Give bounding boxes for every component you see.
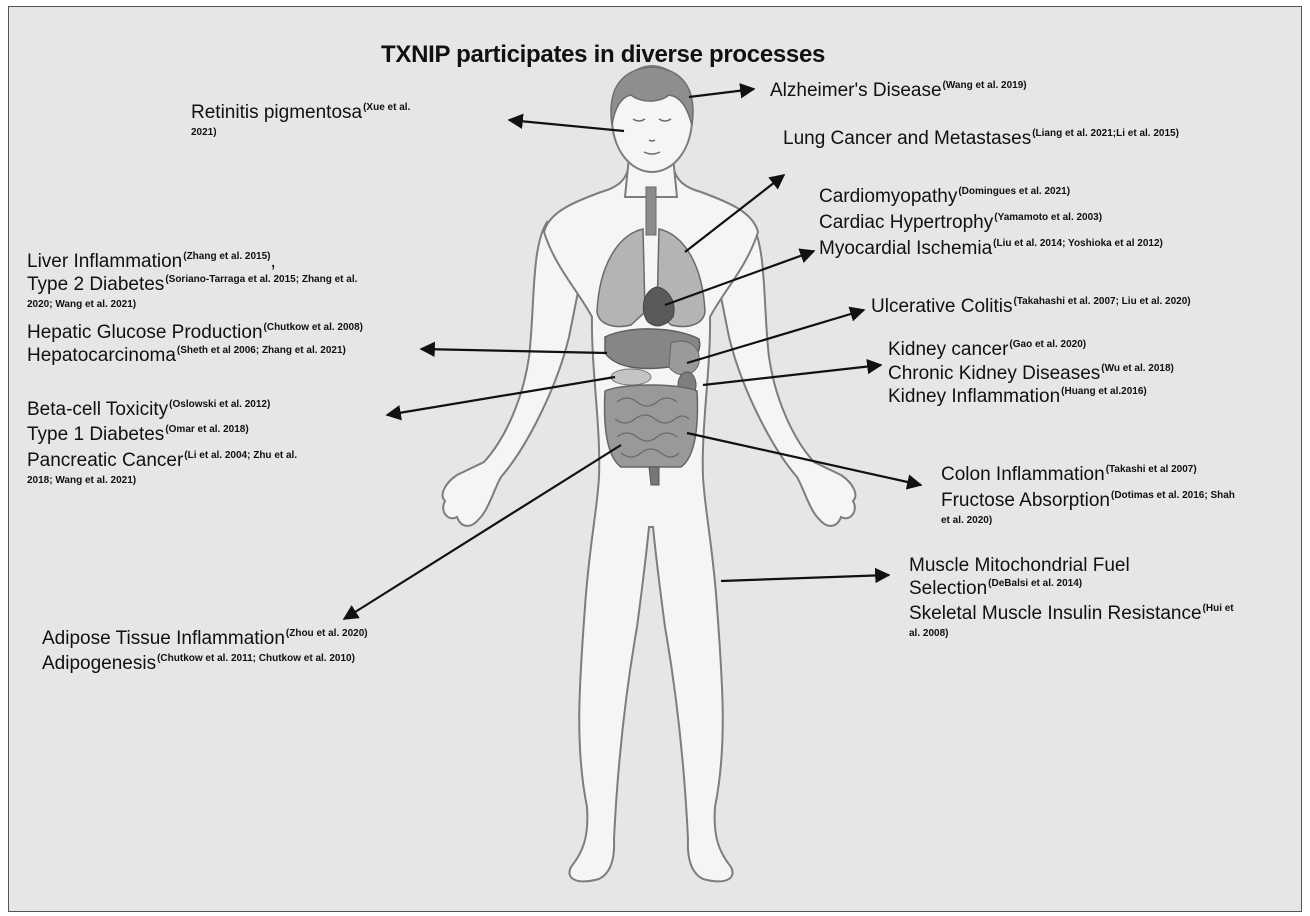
citation-type2-cont: 2020; Wang et al. 2021) xyxy=(27,299,136,310)
figure-frame: TXNIP participates in diverse processes … xyxy=(8,6,1302,912)
arrow-lung xyxy=(685,175,784,252)
label-liver-inflammation: Liver Inflammation(Zhang et al. 2015), xyxy=(27,252,276,271)
arrow-kidney xyxy=(703,365,881,385)
label-colon-inflammation: Colon Inflammation(Takashi et al 2007) xyxy=(941,465,1197,484)
arrow-hepatic xyxy=(421,349,607,353)
label-alzheimers: Alzheimer's Disease(Wang et al. 2019) xyxy=(770,81,1027,100)
label-retinitis-pigmentosa: Retinitis pigmentosa(Xue et al. xyxy=(191,103,410,122)
label-cardiomyopathy: Cardiomyopathy(Domingues et al. 2021) xyxy=(819,187,1070,206)
citation-fructose-cont: et al. 2020) xyxy=(941,515,992,526)
arrow-alzheimers xyxy=(689,89,754,97)
label-kidney-inflammation: Kidney Inflammation(Huang et al.2016) xyxy=(888,387,1147,406)
label-pancreatic-cancer: Pancreatic Cancer(Li et al. 2004; Zhu et… xyxy=(27,451,297,470)
label-lung-cancer: Lung Cancer and Metastases(Liang et al. … xyxy=(783,129,1179,148)
label-chronic-kidney: Chronic Kidney Diseases(Wu et al. 2018) xyxy=(888,364,1174,383)
label-type2-diabetes: Type 2 Diabetes(Soriano-Tarraga et al. 2… xyxy=(27,275,357,294)
label-muscle-fuel: Muscle Mitochondrial Fuel xyxy=(909,556,1130,575)
label-cardiac-hypertrophy: Cardiac Hypertrophy(Yamamoto et al. 2003… xyxy=(819,213,1102,232)
arrow-cardiac xyxy=(665,251,814,305)
label-beta-cell: Beta-cell Toxicity(Oslowski et al. 2012) xyxy=(27,400,270,419)
arrow-ulcerative xyxy=(687,310,864,363)
figure-title: TXNIP participates in diverse processes xyxy=(381,41,825,69)
label-adipose-inflammation: Adipose Tissue Inflammation(Zhou et al. … xyxy=(42,629,368,648)
label-hepatic-glucose: Hepatic Glucose Production(Chutkow et al… xyxy=(27,323,363,342)
citation-retinitis-cont: 2021) xyxy=(191,127,217,138)
label-adipogenesis: Adipogenesis(Chutkow et al. 2011; Chutko… xyxy=(42,654,355,673)
arrow-muscle xyxy=(721,575,889,581)
arrow-retinitis xyxy=(509,120,624,131)
label-skeletal-muscle: Skeletal Muscle Insulin Resistance(Hui e… xyxy=(909,604,1234,623)
label-type1-diabetes: Type 1 Diabetes(Omar et al. 2018) xyxy=(27,425,249,444)
citation-skeletal-cont: al. 2008) xyxy=(909,628,948,639)
label-kidney-cancer: Kidney cancer(Gao et al. 2020) xyxy=(888,340,1086,359)
label-fructose-absorption: Fructose Absorption(Dotimas et al. 2016;… xyxy=(941,491,1235,510)
arrow-adipose xyxy=(344,445,621,619)
label-ulcerative-colitis: Ulcerative Colitis(Takahashi et al. 2007… xyxy=(871,297,1191,316)
arrow-colon xyxy=(687,433,921,485)
citation-pancreatic-cont: 2018; Wang et al. 2021) xyxy=(27,475,136,486)
label-muscle-fuel-selection: Selection(DeBalsi et al. 2014) xyxy=(909,579,1082,598)
label-myocardial-ischemia: Myocardial Ischemia(Liu et al. 2014; Yos… xyxy=(819,239,1163,258)
arrow-beta-cell xyxy=(387,377,615,415)
label-hepatocarcinoma: Hepatocarcinoma(Sheth et al 2006; Zhang … xyxy=(27,346,346,365)
